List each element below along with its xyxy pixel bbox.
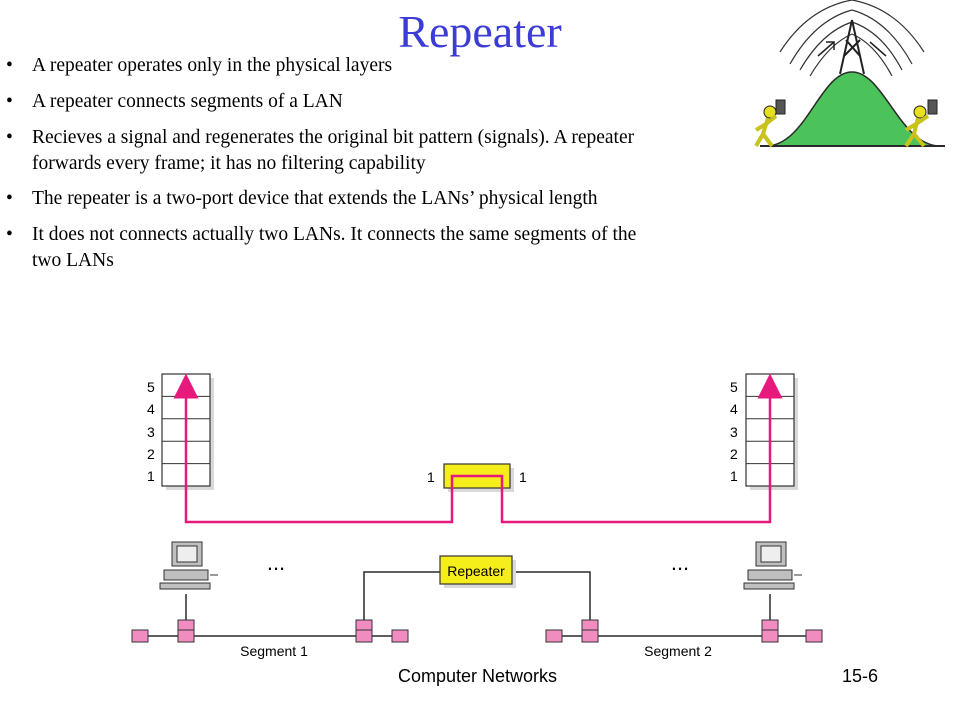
bullet-marker: • xyxy=(6,91,13,112)
layer-label: 3 xyxy=(730,424,738,440)
repeater-label: Repeater xyxy=(447,563,505,579)
bullet-marker: • xyxy=(6,188,13,209)
computer-icon xyxy=(743,541,802,590)
arrow-icon xyxy=(817,41,887,57)
green-hill xyxy=(765,71,941,147)
segment-2-label: Segment 2 xyxy=(644,643,712,659)
bullet-text: two LANs xyxy=(32,250,114,271)
slide-title: Repeater xyxy=(398,6,562,57)
layer-label: 4 xyxy=(147,401,155,417)
footer-slide-number: 15-6 xyxy=(842,666,879,686)
layer-label: 4 xyxy=(730,401,738,417)
bullet-marker: • xyxy=(6,224,13,245)
repeater-device: Repeater xyxy=(439,555,516,588)
antenna-tower-icon xyxy=(839,19,865,75)
layer-label: 1 xyxy=(730,468,738,484)
layer-label: 1 xyxy=(147,468,155,484)
layer-label: 5 xyxy=(147,379,155,395)
layer-label: 3 xyxy=(147,424,155,440)
layer-label: 2 xyxy=(730,446,738,462)
bullet-text: The repeater is a two-port device that e… xyxy=(32,188,598,209)
repeater-layer-box: 1 1 xyxy=(427,463,527,492)
bullet-text: Recieves a signal and regenerates the or… xyxy=(32,127,635,148)
layer-stack-right: 5 4 3 2 1 xyxy=(730,373,798,490)
port-label-left: 1 xyxy=(427,469,435,485)
port-label-right: 1 xyxy=(519,469,527,485)
layer-label: 5 xyxy=(730,379,738,395)
ellipsis-right: ... xyxy=(671,550,689,575)
bullet-text: forwards every frame; it has no filterin… xyxy=(32,153,426,174)
signal-path xyxy=(173,373,783,524)
bullet-marker: • xyxy=(6,127,13,148)
layer-stack-left: 5 4 3 2 1 xyxy=(147,373,214,490)
segment-1-label: Segment 1 xyxy=(240,643,308,659)
person-right-icon xyxy=(904,99,938,148)
computer-icon xyxy=(159,541,218,590)
bullet-text: It does not connects actually two LANs. … xyxy=(32,224,637,245)
bullet-text: A repeater operates only in the physical… xyxy=(32,55,393,76)
bullet-text: A repeater connects segments of a LAN xyxy=(32,91,343,112)
person-left-icon xyxy=(754,99,786,148)
bullet-marker: • xyxy=(6,55,13,76)
segment-nodes xyxy=(131,619,823,643)
radio-waves-icon xyxy=(779,0,925,77)
ellipsis-left: ... xyxy=(267,550,285,575)
network-lines xyxy=(140,571,814,637)
layer-label: 2 xyxy=(147,446,155,462)
footer-course-title: Computer Networks xyxy=(398,666,558,686)
